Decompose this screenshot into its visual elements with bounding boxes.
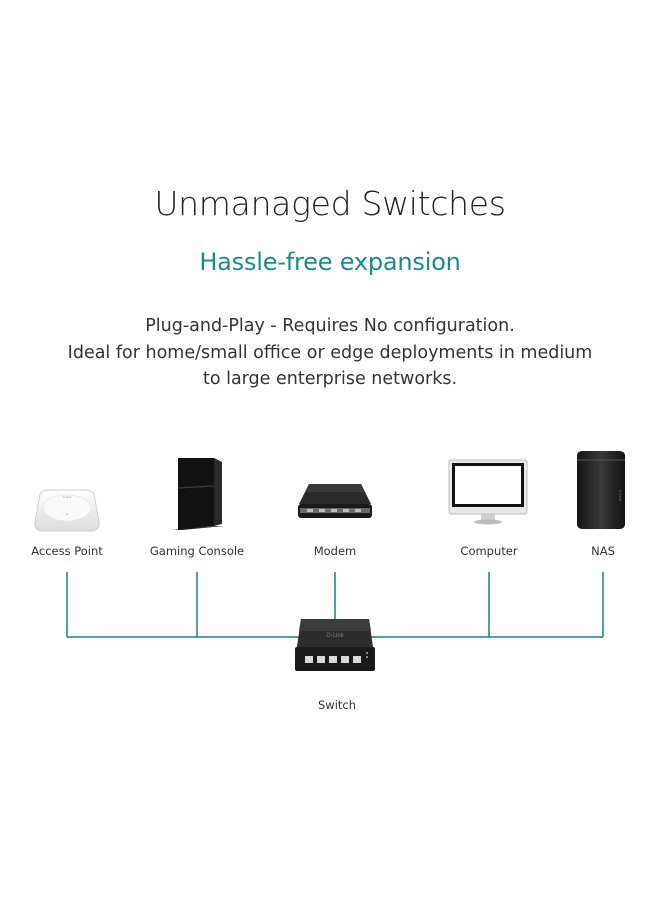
page-subtitle: Hassle-free expansion xyxy=(199,248,461,276)
device-label-access-point: Access Point xyxy=(31,544,103,558)
computer-monitor-icon xyxy=(448,459,528,525)
svg-text:D-Link: D-Link xyxy=(326,633,344,639)
device-label-nas: NAS xyxy=(591,544,615,558)
switch-icon: D-Link xyxy=(295,619,375,671)
device-label-switch: Switch xyxy=(317,698,357,712)
description-line-2: Ideal for home/small office or edge depl… xyxy=(67,342,593,363)
device-label-gaming-console: Gaming Console xyxy=(149,544,245,558)
nas-icon: D-Link xyxy=(577,451,625,529)
access-point-icon: D-Link xyxy=(34,489,100,532)
svg-text:D-Link: D-Link xyxy=(63,495,72,499)
description-line-3: to large enterprise networks. xyxy=(202,369,458,389)
page-title: Unmanaged Switches xyxy=(154,184,506,223)
description-line-1: Plug-and-Play - Requires No configuratio… xyxy=(145,316,515,336)
svg-text:D-Link: D-Link xyxy=(618,490,623,502)
gaming-console-icon xyxy=(172,458,224,530)
modem-icon xyxy=(298,484,372,518)
description: Plug-and-Play - Requires No configuratio… xyxy=(0,313,660,393)
device-label-modem: Modem xyxy=(313,544,357,558)
device-label-computer: Computer xyxy=(460,544,518,558)
